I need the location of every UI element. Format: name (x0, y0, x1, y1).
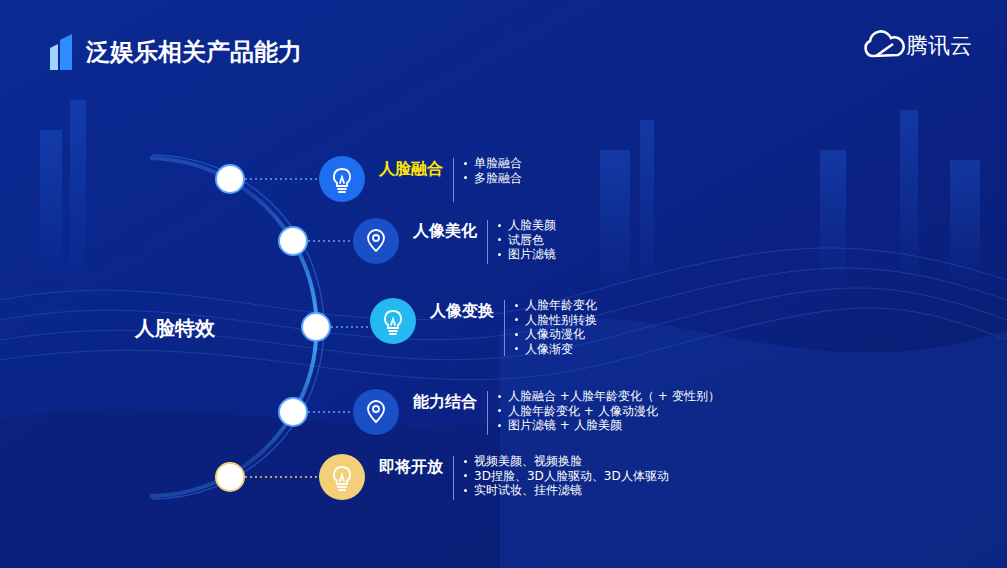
bullet-item: 人像动漫化 (515, 327, 597, 342)
bullet-item: 人脸年龄变化 + 人像动漫化 (498, 404, 720, 419)
bullet-list: 视频美颜、视频换脸3D捏脸、3D人脸驱动、3D人体驱动实时试妆、挂件滤镜 (464, 454, 669, 498)
bullet-text: 单脸融合 (474, 156, 522, 171)
feature-heading: 即将开放 (379, 454, 443, 478)
bullet-list: 单脸融合多脸融合 (464, 156, 522, 185)
bullet-item: 人脸年龄变化 (515, 298, 597, 313)
icon-circle (319, 454, 365, 500)
bullet-text: 人像动漫化 (525, 327, 585, 342)
separator-line (453, 456, 454, 500)
feature-heading: 人像变换 (430, 298, 494, 322)
bullet-dot (498, 238, 501, 241)
bullet-text: 试唇色 (508, 233, 544, 248)
bullet-dot (464, 460, 467, 463)
bullet-dot (464, 162, 467, 165)
bullet-text: 3D捏脸、3D人脸驱动、3D人体驱动 (474, 469, 669, 484)
separator-line (487, 391, 488, 435)
bullet-item: 实时试妆、挂件滤镜 (464, 483, 669, 498)
bullet-item: 人脸融合 +人脸年龄变化（ + 变性别） (498, 389, 720, 404)
bullet-text: 图片滤镜 (508, 247, 556, 262)
bullet-dot (515, 333, 518, 336)
feature-node: 人像变换人脸年龄变化人脸性别转换人像动漫化人像渐变 (370, 298, 597, 356)
bullet-text: 图片滤镜 + 人脸美颜 (508, 418, 622, 433)
bullet-item: 人脸美颜 (498, 218, 556, 233)
bullet-item: 多脸融合 (464, 171, 522, 186)
bullet-item: 人脸性别转换 (515, 313, 597, 328)
bullet-text: 人脸美颜 (508, 218, 556, 233)
bullet-dot (498, 424, 501, 427)
bullet-text: 多脸融合 (474, 171, 522, 186)
feature-heading: 人脸融合 (379, 156, 443, 180)
bullet-dot (515, 318, 518, 321)
separator-line (453, 158, 454, 202)
bullet-dot (498, 253, 501, 256)
bullet-dot (498, 409, 501, 412)
icon-circle (353, 218, 399, 264)
feature-node: 人像美化人脸美颜试唇色图片滤镜 (353, 218, 556, 264)
icon-circle (319, 156, 365, 202)
bullet-list: 人脸年龄变化人脸性别转换人像动漫化人像渐变 (515, 298, 597, 356)
feature-heading: 人像美化 (413, 218, 477, 242)
separator-line (487, 220, 488, 264)
icon-circle (370, 298, 416, 344)
feature-node: 能力结合人脸融合 +人脸年龄变化（ + 变性别）人脸年龄变化 + 人像动漫化图片… (353, 389, 720, 435)
icon-circle (353, 389, 399, 435)
bullet-text: 人像渐变 (525, 342, 573, 357)
bullet-text: 人脸年龄变化 + 人像动漫化 (508, 404, 658, 419)
bullet-dot (515, 347, 518, 350)
bullet-text: 视频美颜、视频换脸 (474, 454, 582, 469)
bullet-item: 3D捏脸、3D人脸驱动、3D人体驱动 (464, 469, 669, 484)
bullet-dot (464, 474, 467, 477)
bullet-text: 实时试妆、挂件滤镜 (474, 483, 582, 498)
bullet-text: 人脸性别转换 (525, 313, 597, 328)
bullet-dot (498, 224, 501, 227)
bullet-text: 人脸融合 +人脸年龄变化（ + 变性别） (508, 389, 720, 404)
bullet-dot (498, 395, 501, 398)
feature-node: 人脸融合单脸融合多脸融合 (319, 156, 522, 202)
bullet-item: 试唇色 (498, 233, 556, 248)
bullet-dot (464, 489, 467, 492)
feature-node: 即将开放视频美颜、视频换脸3D捏脸、3D人脸驱动、3D人体驱动实时试妆、挂件滤镜 (319, 454, 669, 500)
bullet-list: 人脸美颜试唇色图片滤镜 (498, 218, 556, 262)
logo-text: 腾讯云 (906, 31, 972, 61)
bullet-list: 人脸融合 +人脸年龄变化（ + 变性别）人脸年龄变化 + 人像动漫化图片滤镜 +… (498, 389, 720, 433)
bullet-item: 视频美颜、视频换脸 (464, 454, 669, 469)
bullet-dot (515, 304, 518, 307)
bullet-text: 人脸年龄变化 (525, 298, 597, 313)
bullet-dot (464, 176, 467, 179)
bullet-item: 图片滤镜 (498, 247, 556, 262)
feature-heading: 能力结合 (413, 389, 477, 413)
bullet-item: 图片滤镜 + 人脸美颜 (498, 418, 720, 433)
center-label: 人脸特效 (135, 315, 215, 342)
separator-line (504, 300, 505, 356)
bullet-item: 人像渐变 (515, 342, 597, 357)
slide-title: 泛娱乐相关产品能力 (86, 36, 302, 68)
bullet-item: 单脸融合 (464, 156, 522, 171)
